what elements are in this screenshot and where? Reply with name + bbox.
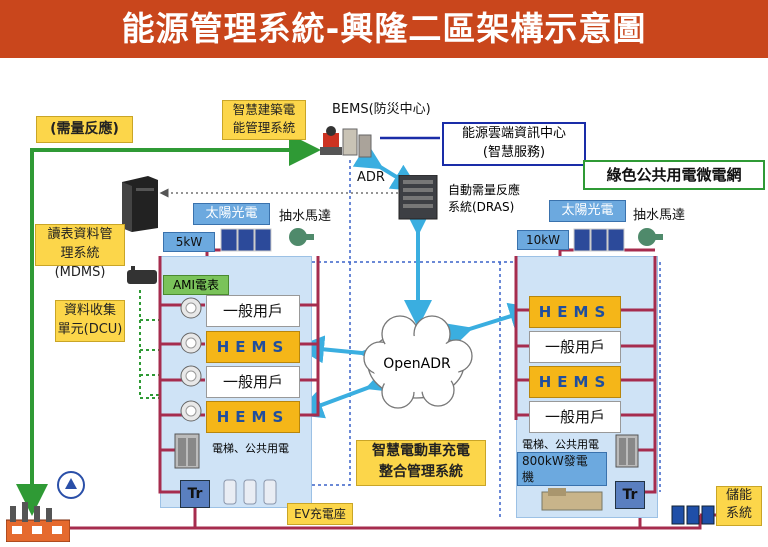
- arrow-openadr-right: [442, 302, 538, 350]
- left-unit-hems: HEMS: [206, 331, 300, 363]
- ami-meter-icon: [180, 332, 202, 354]
- bems-icon: [315, 125, 375, 160]
- left-pump-label: 抽水馬達: [279, 209, 332, 224]
- page-title: 能源管理系統-興隆二區架構示意圖: [0, 0, 768, 58]
- ami-meter-icon: [180, 365, 202, 387]
- demand-response-label: (需量反應): [36, 116, 133, 143]
- left-elevator-label: 電梯、公共用電: [212, 442, 289, 455]
- right-capacity-label: 10kW: [517, 230, 569, 250]
- generator-label: 800kW發電 機: [517, 452, 607, 486]
- green-microgrid-box: 綠色公共用電微電網: [583, 160, 765, 190]
- right-pump-icon: [635, 226, 665, 248]
- utility-logo-icon: [56, 470, 86, 500]
- openadr-label: OpenADR: [383, 356, 451, 372]
- right-transformer: Tr: [615, 481, 645, 509]
- bems-label: BEMS(防災中心): [332, 102, 431, 117]
- right-pump-label: 抽水馬達: [633, 208, 686, 223]
- mdms-server-icon: [118, 176, 162, 232]
- right-elevator-icon: [615, 434, 639, 468]
- right-elevator-label: 電梯、公共用電: [522, 438, 599, 451]
- ami-meter-icon: [180, 297, 202, 319]
- dras-server-icon: [397, 175, 439, 220]
- right-solar-label: 太陽光電: [549, 200, 626, 222]
- left-pump-icon: [286, 226, 316, 248]
- left-elevator-icon: [174, 433, 200, 469]
- storage-icon: [670, 500, 718, 526]
- openadr-cloud: [363, 315, 473, 409]
- smart-building-ems-label: 智慧建築電 能管理系統: [222, 100, 306, 140]
- ami-meter-label: AMI電表: [163, 275, 229, 295]
- mdms-label: 讀表資料管 理系統(MDMS): [35, 224, 125, 280]
- left-unit-hems: HEMS: [206, 401, 300, 433]
- power-plant-icon: [6, 498, 70, 542]
- right-unit-hems: HEMS: [529, 366, 621, 398]
- right-unit-general: 一般用戶: [529, 401, 621, 433]
- dcu-label: 資料收集 單元(DCU): [55, 300, 125, 342]
- left-solar-label: 太陽光電: [193, 203, 270, 225]
- arrow-openadr-left2: [294, 366, 396, 419]
- right-solar-panel-icon: [573, 228, 625, 252]
- ev-charger-label: EV充電座: [287, 503, 353, 525]
- generator-icon: [540, 486, 606, 512]
- cloud-center-box: 能源雲端資訊中心 (智慧服務): [442, 122, 586, 166]
- ev-system-label: 智慧電動車充電 整合管理系統: [356, 440, 486, 486]
- storage-label: 儲能 系統: [716, 486, 762, 526]
- arrow-openadr-left1: [296, 335, 388, 370]
- left-solar-panel-icon: [220, 228, 272, 252]
- left-transformer: Tr: [180, 480, 210, 508]
- dcu-device-icon: [125, 264, 159, 286]
- dras-label: 自動需量反應 系統(DRAS): [448, 183, 521, 214]
- adr-label: ADR: [357, 170, 385, 185]
- right-unit-general: 一般用戶: [529, 331, 621, 363]
- right-unit-hems: HEMS: [529, 296, 621, 328]
- left-capacity-label: 5kW: [163, 232, 215, 252]
- left-unit-general: 一般用戶: [206, 366, 300, 398]
- left-unit-general: 一般用戶: [206, 295, 300, 327]
- ev-charger-icon: [222, 478, 282, 506]
- ami-meter-icon: [180, 400, 202, 422]
